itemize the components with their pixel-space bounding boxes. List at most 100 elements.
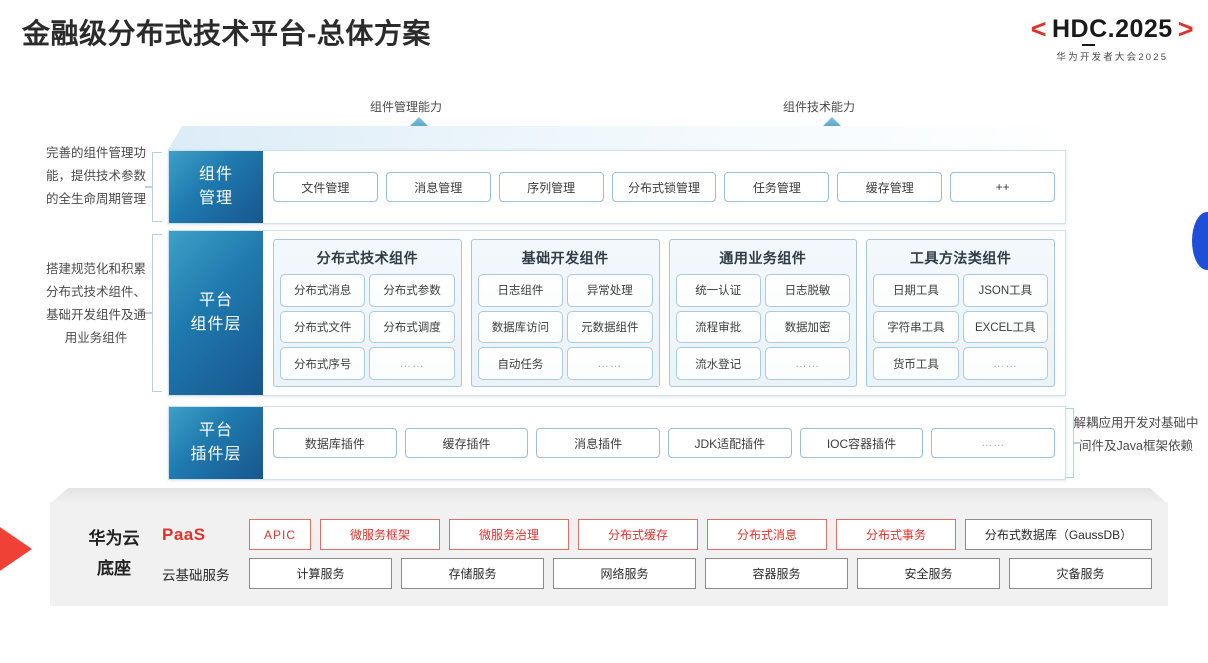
chip-item[interactable]: 日期工具 — [873, 274, 959, 307]
group-items: 日志组件 异常处理 数据库访问 元数据组件 自动任务 …… — [475, 274, 656, 383]
chip-file-management[interactable]: 文件管理 — [273, 172, 378, 202]
cloud-chip-microservice-governance[interactable]: 微服务治理 — [449, 519, 569, 550]
logo-underline — [1081, 44, 1095, 46]
cloud-chip-distributed-transaction[interactable]: 分布式事务 — [836, 519, 956, 550]
cloud-chip-apic[interactable]: APIC — [249, 519, 311, 550]
group-title: 分布式技术组件 — [316, 250, 419, 266]
cloud-chip-distributed-message[interactable]: 分布式消息 — [707, 519, 827, 550]
chip-item[interactable]: EXCEL工具 — [962, 310, 1048, 344]
chip-item[interactable]: 流程审批 — [675, 310, 761, 344]
chip-item[interactable]: 异常处理 — [567, 274, 653, 307]
chip-item[interactable]: 分布式文件 — [280, 310, 366, 344]
chip-task-management[interactable]: 任务管理 — [724, 172, 830, 202]
chip-sequence-management[interactable]: 序列管理 — [498, 172, 604, 202]
group-basic-dev: 基础开发组件 日志组件 异常处理 数据库访问 元数据组件 自动任务 …… — [470, 239, 660, 387]
chip-database-plugin[interactable]: 数据库插件 — [273, 428, 397, 458]
blue-arc-decoration-icon — [1192, 212, 1208, 270]
chip-message-management[interactable]: 消息管理 — [385, 172, 491, 202]
layer-platform-component: 平台 组件层 分布式技术组件 分布式消息 分布式参数 分布式文件 分布式调度 分… — [168, 230, 1066, 396]
cloud-base-top-surface — [50, 488, 1168, 504]
infra-label: 云基础服务 — [162, 567, 230, 583]
layer-tag-line2: 插件层 — [190, 446, 242, 463]
chip-add-more[interactable]: ++ — [950, 172, 1056, 202]
layer-tag-platform-plugin: 平台 插件层 — [169, 407, 263, 479]
bracket-right-plugin — [1064, 408, 1081, 478]
capability-label-technology: 组件技术能力 — [783, 100, 856, 114]
layer-body-platform-component: 分布式技术组件 分布式消息 分布式参数 分布式文件 分布式调度 分布式序号 ……… — [263, 231, 1065, 395]
cloud-base-title-line2: 底座 — [97, 559, 131, 578]
capability-label-management: 组件管理能力 — [370, 100, 443, 114]
chip-item[interactable]: 元数据组件 — [567, 310, 653, 344]
group-title: 基础开发组件 — [521, 250, 609, 266]
chip-item-more[interactable]: …… — [369, 347, 455, 380]
chip-item[interactable]: 分布式调度 — [369, 310, 455, 344]
group-title: 工具方法类组件 — [909, 250, 1012, 266]
chip-cache-plugin[interactable]: 缓存插件 — [404, 428, 529, 458]
layer-body-component-management: 文件管理 消息管理 序列管理 分布式锁管理 任务管理 缓存管理 ++ — [263, 151, 1065, 223]
chip-item[interactable]: 分布式序号 — [280, 347, 366, 380]
bracket-left-platform — [145, 234, 162, 392]
chip-item[interactable]: 货币工具 — [873, 347, 959, 380]
layer-platform-plugin: 平台 插件层 数据库插件 缓存插件 消息插件 JDK适配插件 IOC容器插件 …… — [168, 406, 1066, 480]
chip-distributed-lock-management[interactable]: 分布式锁管理 — [611, 172, 717, 202]
cloud-chip-network-service[interactable]: 网络服务 — [553, 558, 696, 589]
huawei-cloud-base: 华为云 底座 PaaS APIC 微服务框架 微服务治理 分布式缓存 分布式消息… — [50, 502, 1168, 606]
cloud-chip-microservice-framework[interactable]: 微服务框架 — [320, 519, 440, 550]
chip-item[interactable]: 日志组件 — [477, 274, 564, 307]
cloud-chip-disaster-recovery-service[interactable]: 灾备服务 — [1009, 558, 1152, 589]
page-title: 金融级分布式技术平台-总体方案 — [22, 18, 431, 49]
group-common-business: 通用业务组件 统一认证 日志脱敏 流程审批 数据加密 流水登记 …… — [668, 239, 858, 387]
chip-item[interactable]: 日志脱敏 — [764, 274, 851, 307]
cloud-base-title-line1: 华为云 — [88, 529, 140, 549]
side-note-component-management: 完善的组件管理功能，提供技术参数的全生命周期管理 — [45, 146, 146, 207]
layer-tag-component-management: 组件 管理 — [169, 151, 263, 223]
cloud-chip-distributed-cache[interactable]: 分布式缓存 — [578, 519, 698, 550]
group-tool-methods: 工具方法类组件 日期工具 JSON工具 字符串工具 EXCEL工具 货币工具 …… — [866, 239, 1055, 387]
chip-item[interactable]: 自动任务 — [477, 347, 564, 380]
chip-item[interactable]: JSON工具 — [962, 274, 1048, 307]
chip-item[interactable]: 统一认证 — [675, 274, 761, 307]
layer-component-management: 组件 管理 文件管理 消息管理 序列管理 分布式锁管理 任务管理 缓存管理 ++ — [168, 150, 1066, 224]
cloud-chip-container-service[interactable]: 容器服务 — [705, 558, 848, 589]
layer-tag-line1: 平台 — [198, 422, 233, 439]
chip-plugin-more[interactable]: …… — [931, 428, 1056, 458]
group-title: 通用业务组件 — [719, 250, 807, 266]
chip-item[interactable]: 字符串工具 — [873, 310, 959, 344]
paas-label: PaaS — [162, 524, 206, 544]
diagram-top-surface — [168, 126, 1064, 150]
hdc-logo-text: HDC.2025 — [1052, 15, 1173, 46]
layer-tag-line2: 管理 — [198, 190, 233, 207]
chip-item-more[interactable]: …… — [962, 347, 1048, 380]
hdc-logo: < HDC.2025 > 华为开发者大会2025 — [1031, 14, 1194, 63]
cloud-chip-compute-service[interactable]: 计算服务 — [249, 558, 392, 589]
cloud-chip-storage-service[interactable]: 存储服务 — [401, 558, 544, 589]
cloud-chip-security-service[interactable]: 安全服务 — [857, 558, 1000, 589]
side-note-platform-component: 搭建规范化和积累分布式技术组件、基础开发组件及通用业务组件 — [45, 262, 146, 346]
layer-body-platform-plugin: 数据库插件 缓存插件 消息插件 JDK适配插件 IOC容器插件 …… — [263, 407, 1065, 479]
bracket-left-management — [145, 152, 162, 222]
layer-tag-line2: 组件层 — [190, 316, 242, 333]
chip-item-more[interactable]: …… — [764, 347, 851, 380]
chip-item-more[interactable]: …… — [567, 347, 653, 380]
side-note-decoupling: 解耦应用开发对基础中间件及Java框架依赖 — [1073, 416, 1199, 454]
logo-bracket-left-icon: < — [1030, 14, 1047, 44]
chip-jdk-adapter-plugin[interactable]: JDK适配插件 — [668, 428, 792, 458]
chip-item[interactable]: 分布式参数 — [369, 274, 455, 307]
cloud-chip-distributed-database[interactable]: 分布式数据库（GaussDB） — [965, 519, 1152, 550]
layer-tag-platform-component: 平台 组件层 — [169, 231, 263, 395]
chip-cache-management[interactable]: 缓存管理 — [837, 172, 943, 202]
group-distributed-tech: 分布式技术组件 分布式消息 分布式参数 分布式文件 分布式调度 分布式序号 …… — [273, 239, 462, 387]
hdc-logo-subtitle: 华为开发者大会2025 — [1056, 52, 1169, 63]
chip-item[interactable]: 流水登记 — [675, 347, 761, 380]
cloud-paas-row: PaaS APIC 微服务框架 微服务治理 分布式缓存 分布式消息 分布式事务 … — [162, 519, 1152, 550]
chip-item[interactable]: 数据库访问 — [477, 310, 564, 344]
chip-item[interactable]: 数据加密 — [764, 310, 851, 344]
chip-message-plugin[interactable]: 消息插件 — [536, 428, 661, 458]
layer-tag-line1: 平台 — [198, 292, 233, 309]
red-wedge-decoration-icon — [0, 508, 32, 590]
chip-ioc-container-plugin[interactable]: IOC容器插件 — [799, 428, 924, 458]
chip-item[interactable]: 分布式消息 — [280, 274, 366, 307]
logo-bracket-right-icon: > — [1177, 14, 1194, 44]
layer-tag-line1: 组件 — [198, 166, 233, 183]
group-items: 日期工具 JSON工具 字符串工具 EXCEL工具 货币工具 …… — [870, 274, 1051, 383]
